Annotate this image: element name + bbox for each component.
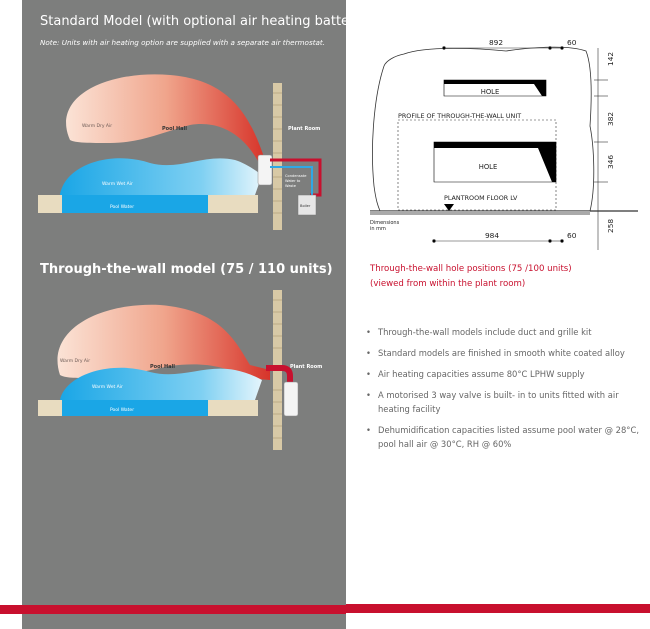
hole-positions-drawing: 892 60 984 60 142 382 346 258 HOLE HOLE … (370, 38, 638, 250)
standard-model-title: Standard Model (with optional air heatin… (40, 14, 368, 29)
label-warm-wet-air-2: Warm Wet Air (92, 384, 123, 390)
label-water-to: Water to (285, 179, 300, 183)
bullet-icon: • (366, 425, 371, 435)
label-waste: Waste (285, 184, 297, 188)
label-pool-hall-2: Pool Hall (150, 364, 175, 370)
through-wall-unit (283, 381, 299, 417)
dim-v1: 142 (606, 52, 615, 66)
dim-bottom-right: 60 (567, 231, 577, 240)
list-item-text: Dehumidification capacities listed assum… (378, 425, 640, 449)
label-in-mm: in mm (370, 226, 386, 232)
pool-water-2 (62, 400, 208, 416)
label-plant-room: Plant Room (288, 126, 320, 132)
dim-v2: 382 (606, 112, 615, 126)
label-warm-dry-air: Warm Dry Air (82, 123, 112, 129)
list-item-text: Air heating capacities assume 80°C LPHW … (378, 369, 585, 379)
label-floor: PLANTROOM FLOOR LV (444, 194, 518, 202)
label-warm-dry-air-2: Warm Dry Air (60, 358, 90, 364)
standard-model-note: Note: Units with air heating option are … (40, 38, 326, 47)
label-plant-room-2: Plant Room (290, 364, 322, 370)
bullet-icon: • (366, 348, 371, 358)
label-boiler: Boiler (300, 204, 311, 208)
label-profile: PROFILE OF THROUGH-THE-WALL UNIT (398, 112, 521, 120)
warm-wet-air-wave-2 (60, 367, 262, 400)
bullet-icon: • (366, 390, 371, 400)
label-pool-water-2: Pool Water (110, 407, 134, 413)
bullet-icon: • (366, 327, 371, 337)
standard-model-diagram: Warm Dry Air Pool Hall Plant Room Warm W… (38, 74, 322, 230)
dim-top-right: 60 (567, 38, 577, 47)
label-warm-wet-air: Warm Wet Air (102, 181, 133, 187)
label-hole-top: HOLE (481, 88, 500, 96)
label-condensate: Condensate (285, 174, 307, 178)
plant-room-wall (273, 83, 282, 230)
floor-marker (444, 204, 454, 211)
list-item: • Standard models are finished in smooth … (366, 346, 646, 360)
boiler (297, 194, 317, 216)
wall-bricks-2 (273, 299, 282, 439)
list-item: • Air heating capacities assume 80°C LPHW… (366, 367, 646, 381)
red-footer-bar-left (0, 605, 346, 614)
caption-line-1: Through-the-wall hole positions (75 /100… (370, 264, 572, 274)
list-item-text: Through-the-wall models include duct and… (378, 327, 592, 337)
dim-v4: 258 (606, 219, 615, 233)
hole-top-wedge (444, 80, 546, 96)
feature-list: • Through-the-wall models include duct an… (366, 325, 646, 458)
dimension-lines (432, 46, 608, 250)
through-wall-diagram: Warm Dry Air Pool Hall Plant Room Warm W… (38, 290, 322, 450)
label-hole-bottom: HOLE (479, 163, 498, 171)
list-item-text: Standard models are finished in smooth w… (378, 348, 625, 358)
bullet-icon: • (366, 369, 371, 379)
dehumidifier-unit (257, 154, 273, 186)
hole-bottom-wedge (434, 142, 556, 182)
list-item: • Dehumidification capacities listed assu… (366, 423, 646, 451)
red-footer-bar-right (346, 604, 650, 613)
floor-hatch (370, 211, 590, 215)
wall-bricks (273, 92, 282, 214)
diagram-caption: Through-the-wall hole positions (75 /100… (370, 262, 572, 292)
label-pool-hall: Pool Hall (162, 126, 187, 132)
through-wall-title: Through-the-wall model (75 / 110 units) (40, 262, 333, 277)
dim-v3: 346 (606, 155, 615, 169)
warm-dry-air-plume-2 (57, 304, 270, 380)
list-item-text: A motorised 3 way valve is built- in to … (378, 390, 619, 414)
label-pool-water: Pool Water (110, 204, 134, 210)
warm-dry-air-plume (66, 74, 265, 165)
return-pipe (270, 166, 313, 200)
caption-line-2: (viewed from within the plant room) (370, 279, 526, 289)
list-item: • A motorised 3 way valve is built- in to… (366, 388, 646, 416)
wall-outline (372, 46, 595, 212)
label-dimensions: Dimensions (370, 220, 400, 226)
duct-elbow (266, 365, 293, 385)
warm-wet-air-wave (60, 158, 262, 195)
list-item: • Through-the-wall models include duct an… (366, 325, 646, 339)
pool-water (62, 195, 208, 213)
dim-top-width: 892 (489, 38, 503, 47)
dim-bottom-width: 984 (485, 231, 499, 240)
